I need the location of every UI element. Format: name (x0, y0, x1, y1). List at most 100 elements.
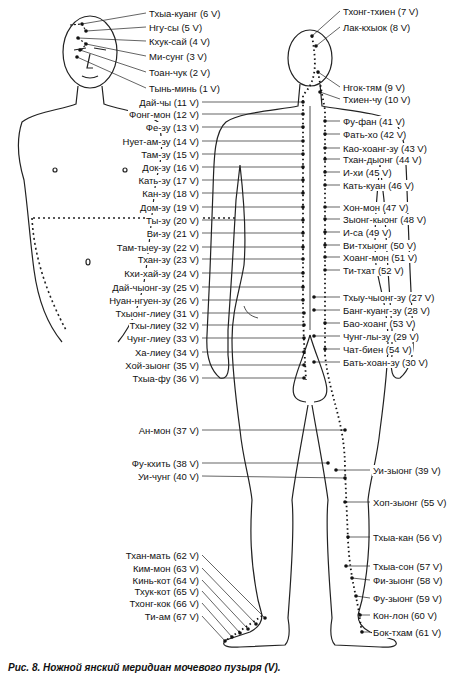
acupoint-dot (343, 476, 347, 480)
point-label: Там-зу (15 V) (140, 149, 200, 160)
point-label: Тхыонг-лиеу (31 V) (115, 308, 200, 319)
acupoint-dot (323, 243, 327, 247)
point-label: Тхук-кот (65 V) (134, 586, 200, 597)
leader-line (202, 102, 303, 103)
acupoint-dot (302, 323, 306, 327)
leader-line (325, 185, 340, 186)
point-label: Тхыа-кан (56 V) (372, 532, 443, 543)
point-label: Нуан-нгуен-зу (26 V) (108, 295, 200, 306)
point-label: Ви-зу (21 V) (146, 228, 200, 239)
leader-line (77, 57, 146, 88)
leader-line (325, 159, 340, 160)
point-label: Кать-куан (46 V) (342, 180, 415, 191)
leader-line (325, 232, 340, 233)
leader-line (202, 167, 303, 168)
leader-line (202, 233, 303, 234)
point-label: Фе-зу (13 V) (145, 122, 200, 133)
leader-line (202, 180, 303, 181)
leader-line (202, 463, 328, 464)
acupoint-dot (344, 564, 348, 568)
leader-line (202, 114, 303, 115)
leader-line (345, 502, 370, 503)
point-label: Кхи-хай-зу (24 V) (123, 268, 200, 279)
point-label: Ти-тхат (52 V) (342, 265, 405, 276)
point-label: Там-тыеу-зу (22 V) (116, 242, 200, 253)
leader-line (202, 287, 303, 288)
acupoint-dot (302, 376, 306, 380)
leader-line (325, 349, 340, 350)
front-figure (18, 16, 235, 342)
acupoint-dot (310, 34, 314, 38)
acupoint-dot (301, 285, 305, 289)
acupoint-dot (301, 257, 305, 261)
point-label: Ми-сунг (3 V) (148, 51, 208, 62)
point-label: Фу-фан (41 V) (342, 116, 406, 127)
leader-line (202, 378, 304, 379)
point-label: Кать-зу (17 V) (137, 175, 200, 186)
acupoint-dot (358, 613, 362, 617)
leader-line (352, 578, 370, 580)
acupoint-dot (301, 231, 305, 235)
leader-line (202, 220, 303, 221)
point-label: Тоан-чук (2 V) (148, 67, 211, 78)
leader-line (82, 13, 146, 24)
leader-line (202, 325, 304, 326)
leader-line (325, 323, 340, 324)
acupoint-dot (323, 157, 327, 161)
leader-line (202, 273, 303, 274)
point-label: Тхы-лиеу (32 V) (129, 320, 200, 331)
point-label: Тхонг-тхиен (7 V) (342, 6, 419, 17)
point-label: Кон-лон (60 V) (372, 610, 438, 621)
leader-line (316, 27, 340, 46)
leader-line (78, 38, 146, 41)
acupoint-dot (302, 311, 306, 315)
point-label: Тхан-дыонг (44 V) (342, 154, 423, 165)
point-label: Ты-зу (20 V) (145, 215, 200, 226)
point-label: Фи-зыонг (58 V) (372, 575, 443, 586)
point-label: Нгок-тям (9 V) (342, 82, 406, 93)
point-label: Као-хоанг-зу (43 V) (342, 143, 428, 154)
leader-line (202, 365, 304, 366)
leader-line (202, 127, 303, 128)
point-label: Бок-тхам (61 V) (372, 627, 442, 638)
acupoint-dot (301, 165, 305, 169)
leader-line (356, 596, 370, 598)
acupoint-dot (301, 191, 305, 195)
acupoint-dot (78, 48, 82, 52)
point-label: Ан-мон (37 V) (138, 425, 200, 436)
point-label: Лак-кхыок (8 V) (342, 22, 411, 33)
point-label: Ви-тхыонг (50 V) (342, 240, 417, 251)
point-label: Фать-хо (42 V) (342, 129, 407, 140)
leader-line (202, 430, 345, 431)
acupoint-dot (314, 44, 318, 48)
leader-line (202, 193, 303, 194)
acupoint-dot (323, 170, 327, 174)
point-label: Фу-кхить (38 V) (131, 458, 200, 469)
acupoint-dot (323, 347, 327, 351)
point-label: Дай-чы (11 V) (138, 97, 200, 108)
point-label: Хоанг-мон (51 V) (342, 252, 418, 263)
acupoint-dot (323, 119, 327, 123)
point-label: Фу-зыонг (59 V) (372, 593, 443, 604)
acupoint-dot (312, 334, 316, 338)
leader-line (318, 72, 340, 87)
point-label: Тынь-минь (1 V) (148, 83, 221, 94)
leader-line (325, 219, 340, 220)
acupoint-dot (301, 271, 305, 275)
leader-line (314, 336, 340, 337)
acupoint-dot (323, 217, 327, 221)
acupoint-dot (312, 360, 316, 364)
acupoint-dot (323, 321, 327, 325)
point-label: И-хи (45 V) (342, 167, 393, 178)
point-label: Банг-куанг-зу (28 V) (342, 305, 431, 316)
leader-line (325, 121, 340, 122)
acupoint-dot (301, 152, 305, 156)
acupoint-dot (350, 576, 354, 580)
leader-line (202, 313, 304, 314)
figure-caption: Рис. 8. Ножной янский меридиан мочевого … (8, 662, 281, 673)
acupoint-dot (80, 22, 84, 26)
point-label: Кхук-сай (4 V) (148, 36, 211, 47)
leader-line (325, 148, 340, 149)
acupoint-dot (238, 631, 242, 635)
leader-line (202, 476, 345, 478)
